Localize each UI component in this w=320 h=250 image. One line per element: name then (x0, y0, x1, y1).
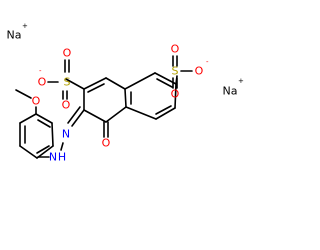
oxygen-right-bottom: O (171, 88, 180, 101)
bond-ar4-ar5-double (37, 119, 51, 128)
oxygen-left-charge: - (39, 67, 42, 75)
atom-labels: Na + Na + O S O - O O S O - O O N N H O (7, 22, 244, 164)
bond-c1-c2 (83, 77, 107, 90)
bond-c10-c5 (124, 72, 156, 90)
bond-c5-c6-double (156, 78, 173, 88)
bond-c10-c1 (105, 77, 126, 90)
bond-ar3-ar4 (19, 113, 37, 124)
oxygen-methoxy: O (32, 95, 41, 108)
oxygen-left-top: O (63, 47, 72, 60)
sodium-left-label: Na (7, 29, 22, 42)
nitrogen-hydrazine: N (49, 151, 57, 164)
bond-c3-n-double (67, 106, 81, 124)
sodium-right-charge: + (238, 77, 244, 85)
bond-o-ch3 (15, 89, 32, 99)
sulfur-left: S (64, 76, 71, 89)
bond-c6-c7 (174, 83, 177, 109)
sodium-left-charge: + (22, 22, 28, 30)
bond-c3-c4 (83, 109, 107, 123)
bond-c-s-left (65, 78, 85, 90)
bond-ar4-ar5 (35, 113, 53, 124)
bond-c10-c4a (124, 88, 127, 108)
bond-ar6-ar1-double (36, 145, 50, 154)
sodium-right-label: Na (223, 85, 238, 98)
bond-ar6-ar1 (36, 145, 54, 159)
bond-c4-c4a (105, 106, 127, 123)
oxygen-right-charge: - (206, 58, 209, 66)
oxygen-left-minus: O (38, 76, 47, 89)
bond-n-nh (60, 142, 64, 151)
oxygen-carbonyl: O (102, 137, 111, 150)
oxygen-left-bottom: O (62, 99, 71, 112)
hydrogen-hydrazine: H (58, 151, 66, 164)
bond-c7-c8-double (155, 105, 172, 115)
sulfur-right: S (172, 65, 179, 78)
bond-c8-c8a (125, 106, 157, 120)
bond-c7-c8 (155, 107, 176, 120)
nitrogen-azo: N (62, 128, 70, 141)
bond-c3-n (71, 109, 85, 127)
oxygen-right-minus: O (195, 65, 204, 78)
bonds (15, 55, 193, 159)
bond-ar5-ar6 (51, 122, 54, 147)
bond-c1-c2-double (87, 83, 105, 93)
oxygen-right-top: O (171, 43, 180, 56)
chemical-structure: Na + Na + O S O - O O S O - O O N N H O (7, 22, 244, 164)
bond-ar1-ar2 (19, 145, 38, 159)
